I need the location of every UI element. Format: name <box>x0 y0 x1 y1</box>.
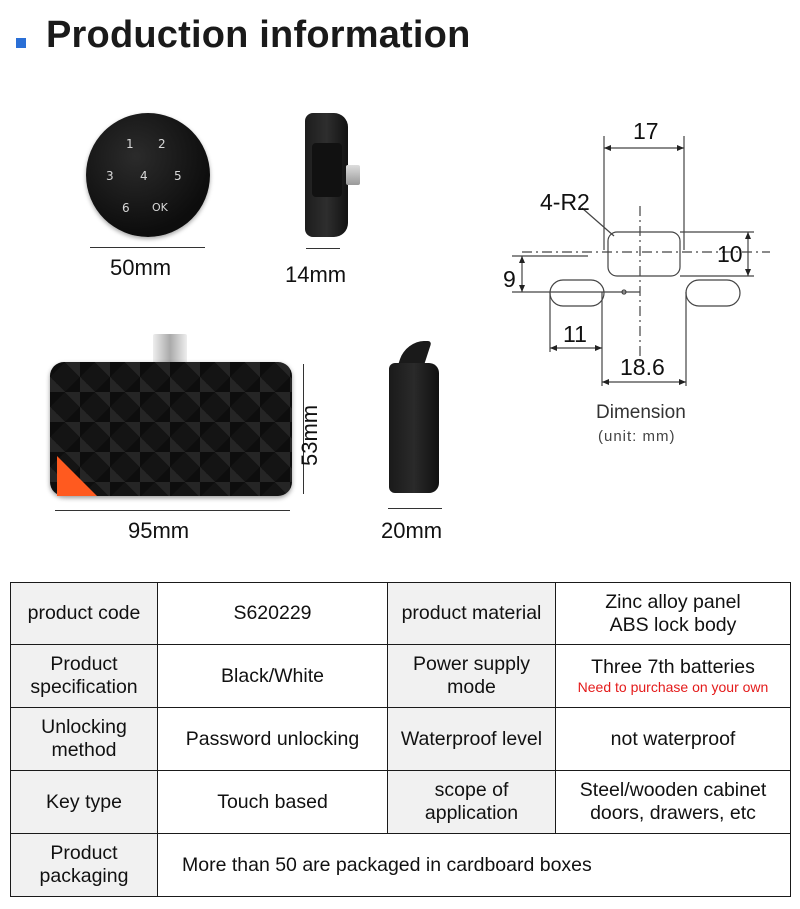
spec-table: product code S620229 product material Zi… <box>10 582 791 897</box>
body-depth-label: 20mm <box>381 518 443 543</box>
body-height-label: 53mm <box>297 404 322 466</box>
purchase-note: Need to purchase on your own <box>577 679 769 695</box>
spec-value: not waterproof <box>555 707 791 771</box>
key-2: 2 <box>158 137 166 151</box>
keypad-side-knob <box>346 165 360 185</box>
spec-label: Power supply mode <box>387 644 556 708</box>
key-ok: OK <box>152 201 168 214</box>
spec-label: Waterproof level <box>387 707 556 771</box>
body-width-label: 95mm <box>128 518 190 543</box>
spec-label: Product specification <box>10 644 158 708</box>
dimension-drawing <box>512 136 770 386</box>
spec-value: More than 50 are packaged in cardboard b… <box>157 833 791 897</box>
dimension-line <box>55 510 290 511</box>
dimension-line <box>90 247 205 248</box>
cutout-rect <box>607 231 681 277</box>
lock-side-image <box>389 363 439 493</box>
spec-label: Product packaging <box>10 833 158 897</box>
spec-label: Unlocking method <box>10 707 158 771</box>
title-bullet <box>16 38 26 48</box>
center-mark <box>621 289 627 295</box>
leader-line <box>581 207 615 237</box>
spec-value: Three 7th batteries Need to purchase on … <box>555 644 791 708</box>
dimension-unit: (unit: mm) <box>598 428 676 445</box>
lock-orange-corner <box>57 456 97 496</box>
dim-label-17: 17 <box>633 118 659 144</box>
key-4: 4 <box>140 169 148 183</box>
table-row: Key type Touch based scope of applicatio… <box>10 770 791 834</box>
dimension-line <box>306 248 340 249</box>
dim-label-10: 10 <box>717 241 743 267</box>
spec-value: Steel/wooden cabinet doors, drawers, etc <box>555 770 791 834</box>
spec-value: Zinc alloy panel ABS lock body <box>555 582 791 645</box>
panel-width-label: 50mm <box>110 255 172 280</box>
table-row: product code S620229 product material Zi… <box>10 582 791 645</box>
dim-label-11: 11 <box>563 321 587 347</box>
table-row: Unlocking method Password unlocking Wate… <box>10 707 791 771</box>
keypad-panel-image: 1 2 3 4 5 6 OK <box>86 113 210 237</box>
keypad-side-tab <box>312 143 342 197</box>
key-1: 1 <box>126 137 134 151</box>
slot-right <box>685 279 741 307</box>
key-6: 6 <box>122 201 130 215</box>
dim-label-18-6: 18.6 <box>620 354 665 380</box>
dimension-line <box>388 508 442 509</box>
dim-label-9: 9 <box>503 266 516 292</box>
spec-label: product material <box>387 582 556 645</box>
panel-depth-label: 14mm <box>285 262 347 287</box>
table-row: Product packaging More than 50 are packa… <box>10 833 791 897</box>
slot-left <box>549 279 605 307</box>
spec-value-line: Zinc alloy panel <box>605 590 741 613</box>
spec-value: Password unlocking <box>157 707 388 771</box>
spec-value-line: Three 7th batteries <box>591 656 755 678</box>
table-row: Product specification Black/White Power … <box>10 644 791 708</box>
spec-value-line: ABS lock body <box>609 613 737 636</box>
lock-bolt-image <box>153 334 187 366</box>
spec-value: S620229 <box>157 582 388 645</box>
spec-value: Black/White <box>157 644 388 708</box>
spec-label: product code <box>10 582 158 645</box>
dimension-line <box>303 364 304 494</box>
key-5: 5 <box>174 169 182 183</box>
dim-label-4-r2: 4-R2 <box>540 189 590 215</box>
spec-label: Key type <box>10 770 158 834</box>
key-3: 3 <box>106 169 114 183</box>
page-title: Production information <box>46 14 471 56</box>
spec-label: scope of application <box>387 770 556 834</box>
spec-value: Touch based <box>157 770 388 834</box>
dimension-caption: Dimension <box>596 402 686 423</box>
